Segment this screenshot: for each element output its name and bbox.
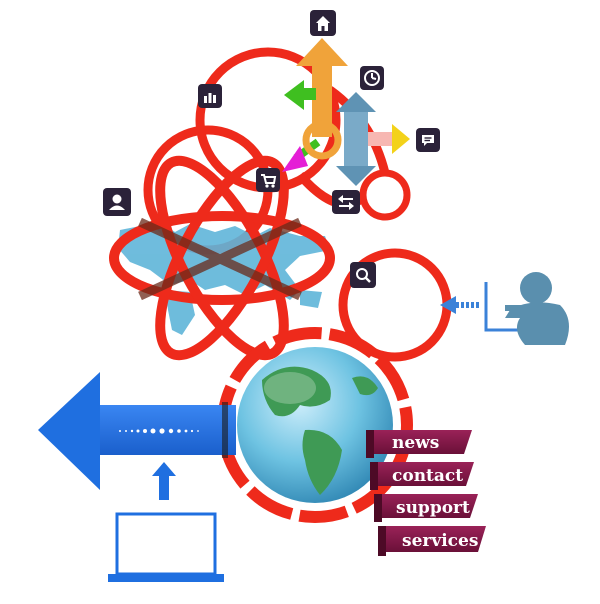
steel-arrow-shaft [344, 110, 368, 170]
shopping-cart-icon[interactable] [256, 168, 280, 192]
menu-tags: news contact support services [366, 430, 486, 556]
up-arrow [152, 462, 176, 500]
menu-label-contact: contact [392, 466, 463, 486]
large-left-arrow [38, 372, 236, 490]
laptop-base [108, 574, 224, 582]
orange-arrow-shaft [312, 62, 332, 137]
menu-item-news[interactable]: news [366, 430, 472, 458]
progress-dots [119, 428, 199, 434]
atom-cross-lines [138, 217, 302, 301]
person-head [520, 272, 552, 304]
clock-icon[interactable] [360, 66, 384, 90]
direction-arrows [282, 38, 410, 186]
magenta-arrow-head [282, 146, 308, 172]
menu-item-contact[interactable]: contact [370, 462, 474, 490]
menu-item-services[interactable]: services [378, 526, 486, 556]
red-ring-small [359, 169, 411, 221]
icon-tiles [103, 10, 440, 288]
search-icon[interactable] [350, 262, 376, 288]
menu-label-services: services [402, 531, 478, 551]
globe-continent-north [262, 366, 331, 417]
chat-icon[interactable] [416, 128, 440, 152]
person-body [505, 302, 569, 345]
person-at-laptop [484, 272, 569, 345]
globe-continent-south [302, 429, 342, 495]
menu-label-news: news [392, 433, 439, 453]
green-arrow-head [284, 80, 304, 110]
orange-arrow-head [296, 38, 348, 66]
laptop-screen [115, 512, 217, 576]
laptop [108, 512, 224, 582]
steel-arrow-down-head [336, 166, 376, 186]
home-icon[interactable] [310, 10, 336, 36]
arrow-hub-ring [302, 120, 342, 160]
bar-chart-icon[interactable] [198, 84, 222, 108]
arrow-shaft [96, 405, 236, 455]
user-icon[interactable] [103, 188, 131, 216]
dotted-arrow-left [440, 296, 480, 314]
steel-arrow-up-head [336, 92, 376, 112]
transfer-icon[interactable] [332, 190, 360, 214]
globe [217, 327, 413, 523]
menu-item-support[interactable]: support [374, 494, 478, 522]
yellow-arrow-head [392, 124, 410, 154]
atom-orbit-horizontal [109, 211, 335, 305]
menu-label-support: support [396, 498, 470, 518]
arrow-head [38, 372, 100, 490]
world-map [118, 222, 330, 335]
